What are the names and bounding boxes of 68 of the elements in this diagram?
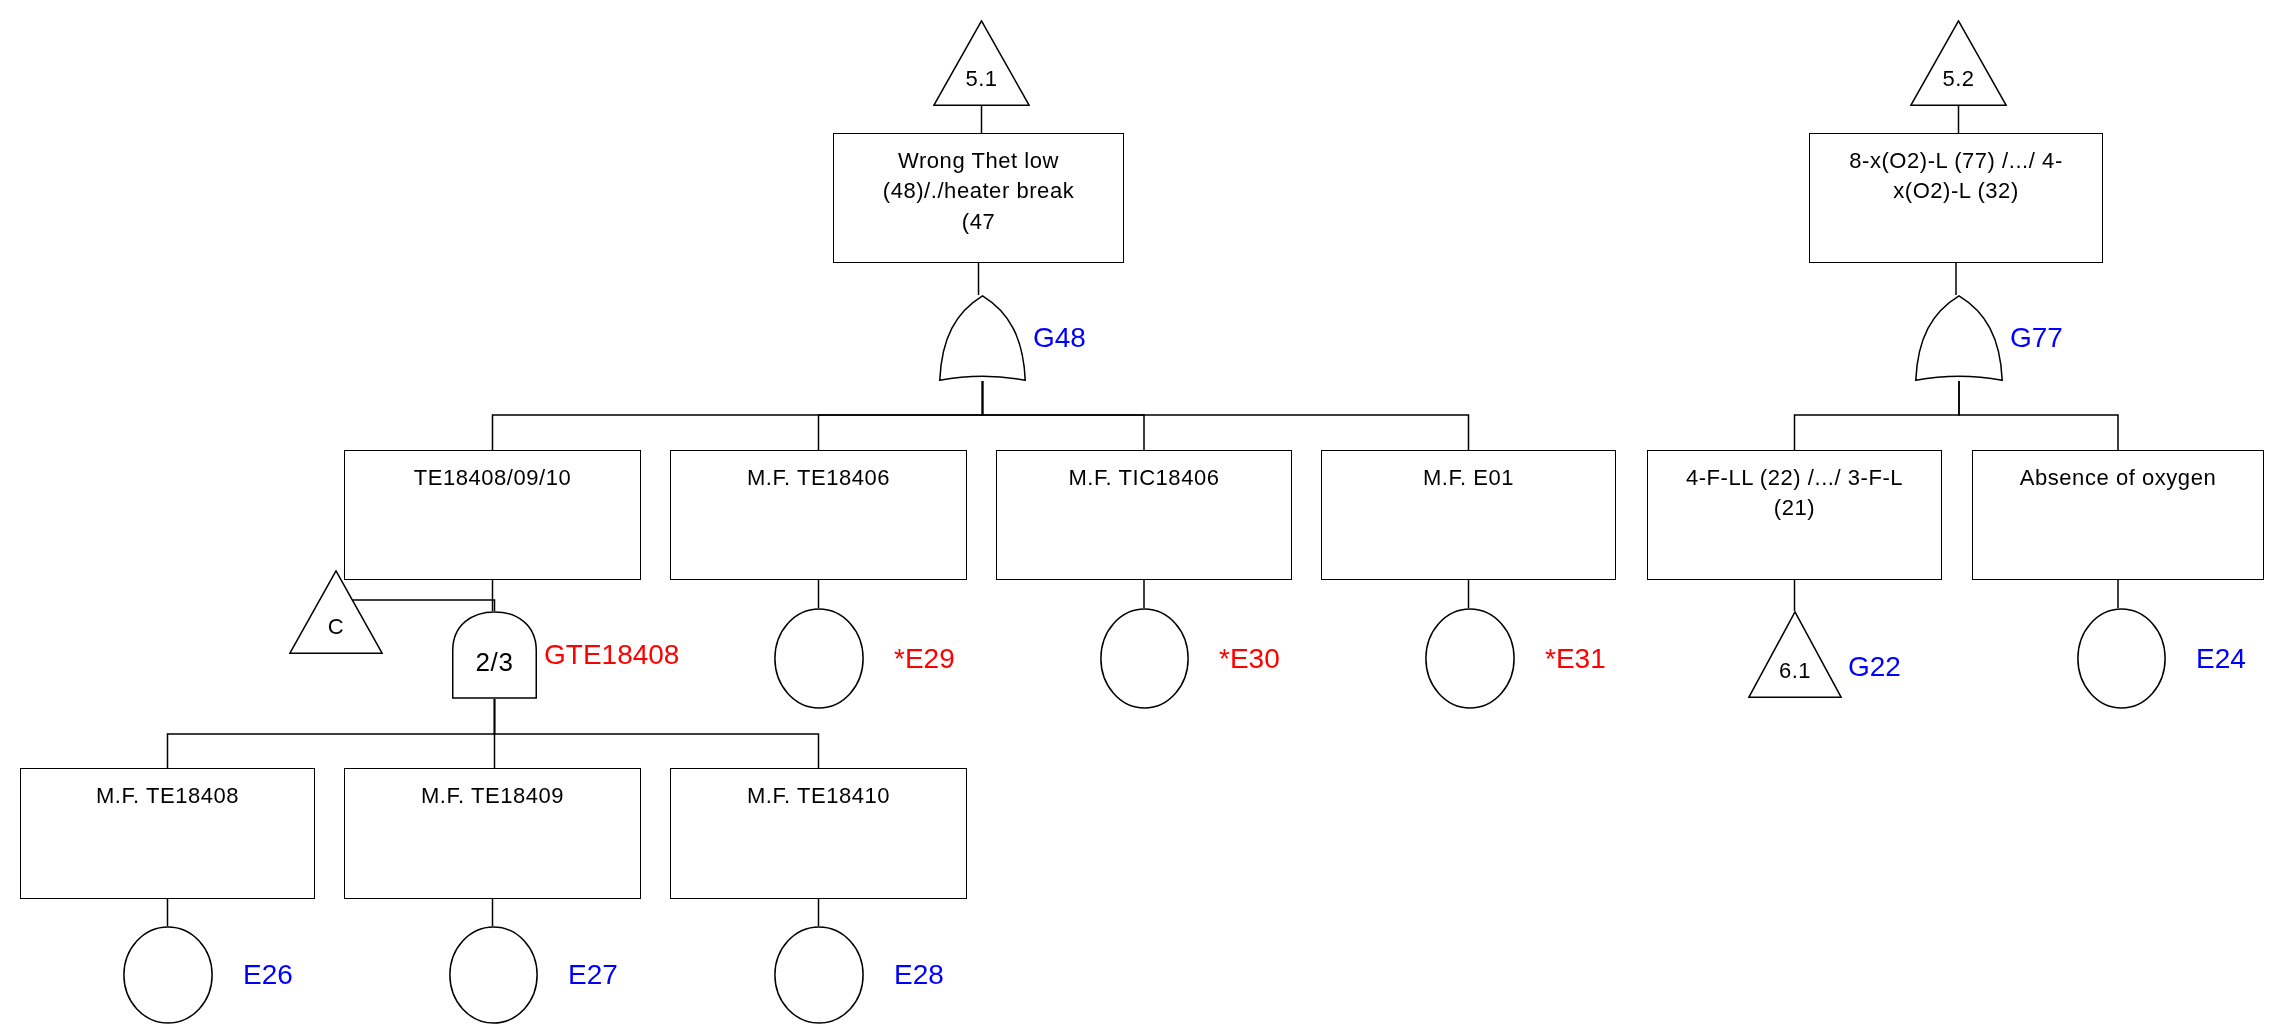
connector-line xyxy=(817,579,820,609)
event-text: M.F. TE18406 xyxy=(746,464,891,492)
event-text: TE18408/09/10 xyxy=(413,464,572,492)
event-id-label: *E30 xyxy=(1219,644,1280,673)
transfer-triangle xyxy=(1910,20,2007,106)
connector-line xyxy=(817,898,820,927)
basic-event-circle xyxy=(1425,608,1515,709)
event-box xyxy=(1809,133,2103,263)
gate-id-label: GTE18408 xyxy=(544,641,680,669)
basic-event-circle xyxy=(2077,608,2166,709)
event-text: Wrong Thet low (48)/./heater break (47 xyxy=(881,147,1076,236)
connector-line xyxy=(2117,579,2119,609)
event-text: M.F. TE18409 xyxy=(420,782,565,810)
transfer-triangle xyxy=(289,570,383,654)
or-gate-symbol xyxy=(1914,295,2004,381)
gate-id-label: G77 xyxy=(2010,324,2063,352)
voting-gate-symbol xyxy=(451,611,538,699)
gate-id-label: G22 xyxy=(1848,652,1901,681)
basic-event-circle xyxy=(774,608,864,709)
event-box xyxy=(344,768,641,899)
event-box xyxy=(833,133,1124,263)
event-box xyxy=(670,768,967,899)
event-box xyxy=(344,450,641,580)
connector-line xyxy=(1958,380,2119,451)
event-id-label: E27 xyxy=(568,961,618,989)
basic-event-circle xyxy=(449,926,538,1024)
event-id-label: *E29 xyxy=(894,644,955,673)
connector-line xyxy=(493,698,820,769)
connector-line xyxy=(1467,579,1470,609)
event-text: 4-F-LL (22) /.../ 3-F-L (21) xyxy=(1684,464,1905,523)
vote-number: 2/3 xyxy=(475,646,514,680)
transfer-triangle xyxy=(1748,611,1842,698)
basic-event-circle xyxy=(123,926,213,1024)
connector-line xyxy=(1955,262,1957,296)
event-text: M.F. TIC18406 xyxy=(1068,464,1220,492)
connector-line xyxy=(981,380,1470,451)
event-box xyxy=(1972,450,2264,580)
event-box xyxy=(1647,450,1942,580)
connector-line xyxy=(166,898,169,927)
basic-event-circle xyxy=(1100,608,1189,709)
event-text: Absence of oxygen xyxy=(2019,464,2217,492)
connector-line xyxy=(1143,579,1145,609)
event-box xyxy=(670,450,967,580)
connector-line xyxy=(1793,579,1796,612)
event-text: M.F. E01 xyxy=(1422,464,1515,492)
transfer-triangle xyxy=(933,20,1030,106)
connector-line xyxy=(491,898,494,927)
connector-line xyxy=(980,105,983,134)
connector-line xyxy=(491,579,494,612)
event-id-label: *E31 xyxy=(1545,644,1606,673)
transfer-id: C xyxy=(327,612,345,641)
event-id-label: E24 xyxy=(2196,644,2246,673)
connector-line xyxy=(977,262,980,296)
event-text: M.F. TE18410 xyxy=(746,782,891,810)
basic-event-circle xyxy=(774,926,864,1024)
transfer-id: 6.1 xyxy=(1778,656,1812,685)
event-text: 8-x(O2)-L (77) /.../ 4-x(O2)-L (32) xyxy=(1848,147,2064,206)
event-id-label: E26 xyxy=(243,961,293,989)
transfer-id: 5.2 xyxy=(1942,64,1975,93)
transfer-id: 5.1 xyxy=(965,64,998,93)
event-box xyxy=(20,768,315,899)
event-box xyxy=(996,450,1292,580)
event-box xyxy=(1321,450,1616,580)
connector-line xyxy=(1957,105,1960,134)
event-id-label: E28 xyxy=(894,961,944,989)
event-text: M.F. TE18408 xyxy=(95,782,240,810)
gate-id-label: G48 xyxy=(1033,324,1086,352)
or-gate-symbol xyxy=(938,295,1027,381)
